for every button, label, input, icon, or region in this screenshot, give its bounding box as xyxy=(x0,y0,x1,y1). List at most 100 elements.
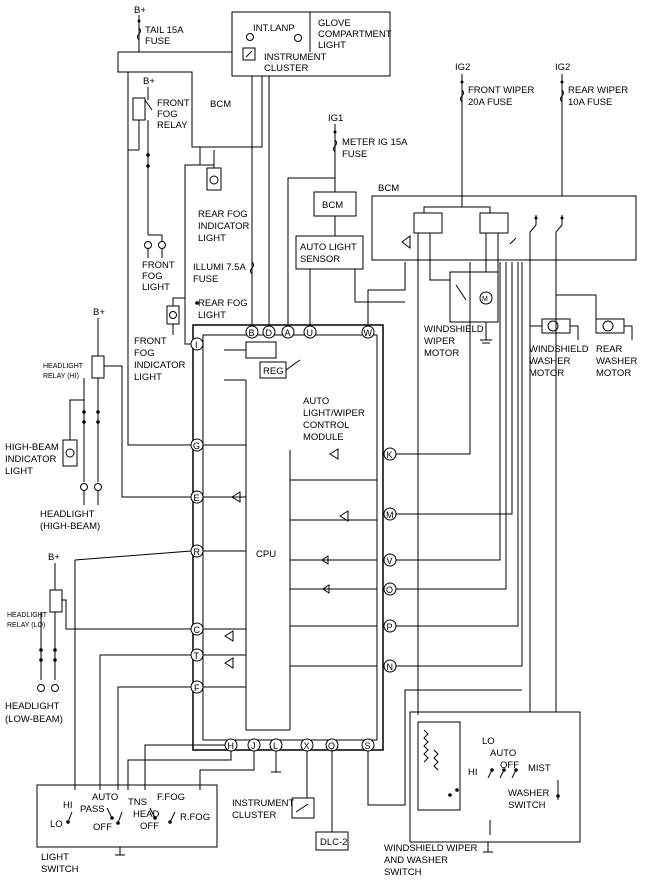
pin-p-label: P xyxy=(387,622,393,632)
ws-mist-label: MIST xyxy=(528,763,551,774)
ws-washer-label-1: WINDSHIELD xyxy=(529,344,589,355)
glove-label-1: GLOVE xyxy=(318,18,351,29)
instr-cluster-bottom-label-1: INSTRUMENT xyxy=(232,798,294,809)
dlc-2-label: DLC-2 xyxy=(320,837,347,848)
front-fog-relay-b-plus: B+ xyxy=(143,76,155,87)
headlight-high-right-bulb-icon xyxy=(94,483,102,491)
front-fog-indicator-label-3: INDICATOR xyxy=(134,360,186,371)
rear-fog-light-label-2: LIGHT xyxy=(198,310,226,321)
hl-relay-hi-label-2: RELAY (HI) xyxy=(43,373,79,380)
windshield-wiper-motor: M WINDSHIELD WIPER MOTOR xyxy=(424,271,499,359)
instrument-cluster-bottom-icon xyxy=(291,797,315,819)
int-lamp-box: INT.LANP GLOVE COMPARTMENT LIGHT INSTRUM… xyxy=(231,11,392,77)
headlight-relay-hi-icon xyxy=(91,355,105,379)
hl-lo-b-plus: B+ xyxy=(48,552,60,563)
module-ic-top xyxy=(245,341,277,359)
hl-hi-b-plus: B+ xyxy=(93,307,105,318)
rear-wiper-fuse-label-1: REAR WIPER xyxy=(568,85,628,96)
headlight-low-left-bulb-icon xyxy=(37,684,45,692)
front-fog-indicator-bulb-icon xyxy=(169,311,177,319)
pin-n-label: N xyxy=(387,662,394,672)
tail-fuse-label: TAIL 15A xyxy=(145,25,184,36)
top-pin-wires xyxy=(127,72,406,446)
washer-switch-label-2: SWITCH xyxy=(508,800,546,811)
wiper-motor-icon xyxy=(479,291,493,305)
front-wiper-fuse-label-1: FRONT WIPER xyxy=(468,85,534,96)
b-plus-label: B+ xyxy=(134,5,146,16)
module-label-4: MODULE xyxy=(303,432,344,443)
ls-auto-label: AUTO xyxy=(92,792,118,803)
module-pins-left: I G E R C T F xyxy=(190,337,204,694)
tail-fuse-section: B+ TAIL 15A FUSE xyxy=(134,5,184,52)
front-fog-light-label-3: LIGHT xyxy=(142,282,170,293)
ws-auto-label: AUTO xyxy=(490,748,516,759)
headlight-lo-section: B+ HEADLIGHT RELAY (LO) HEADLIGHT (LOW-B… xyxy=(5,550,192,790)
rear-fog-indicator-bulb-icon xyxy=(209,175,219,185)
bcm-label-mid: BCM xyxy=(322,200,343,211)
pin-d-label: D xyxy=(266,328,273,338)
glove-label-2: COMPARTMENT xyxy=(318,29,392,40)
front-fog-indicator-label-4: LIGHT xyxy=(134,372,162,383)
headlight-low-label-1: HEADLIGHT xyxy=(5,701,60,712)
light-switch-wires xyxy=(99,654,281,790)
ws-washer-label-3: MOTOR xyxy=(529,368,564,379)
pin-r-label: R xyxy=(194,547,201,557)
glove-lamp-bulb-icon xyxy=(294,34,302,42)
tail-fuse-label-2: FUSE xyxy=(145,36,170,47)
pin-u xyxy=(303,325,317,339)
wiper-motor-m-label: M xyxy=(482,296,488,303)
hl-relay-hi-label-1: HEADLIGHT xyxy=(43,363,84,370)
rear-washer-label-1: REAR xyxy=(596,344,623,355)
ws-off-label: OFF xyxy=(500,760,519,771)
headlight-low-right-bulb-icon xyxy=(51,684,59,692)
instrument-cluster-label-1: INSTRUMENT xyxy=(264,52,326,63)
ls-pass-label: PASS xyxy=(80,804,105,815)
headlight-high-left-bulb-icon xyxy=(80,483,88,491)
ls-lo-label: LO xyxy=(50,819,63,830)
front-fog-relay-label-3: RELAY xyxy=(157,120,188,131)
reg-label: REG xyxy=(263,366,284,377)
wiper-washer-switch: LO AUTO HI OFF MIST WASHER SWITCH WINDSH… xyxy=(367,295,581,878)
rear-fog-light-label-1: REAR FOG xyxy=(198,298,248,309)
meter-fuse-section: IG1 METER IG 15A FUSE BCM AUTO LIGHT SEN… xyxy=(287,113,408,325)
headlight-low-label-2: (LOW-BEAM) xyxy=(5,714,63,725)
pin-o-label: O xyxy=(386,585,393,595)
dlc-2-connector xyxy=(315,831,349,851)
bcm-top: BCM xyxy=(117,51,263,148)
high-beam-indicator-label-1: HIGH-BEAM xyxy=(5,442,59,453)
int-lamp-label: INT.LANP xyxy=(253,23,295,34)
front-fog-indicator: FRONT FOG INDICATOR LIGHT xyxy=(134,324,186,383)
pin-s-label: S xyxy=(365,741,371,751)
rear-fog-indicator: REAR FOG INDICATOR LIGHT xyxy=(198,147,250,244)
pin-m-label: M xyxy=(386,510,394,520)
module-label-2: LIGHT/WIPER xyxy=(303,408,365,419)
instrument-cluster-switch-icon xyxy=(242,47,256,61)
hl-relay-lo-label-2: RELAY (LO) xyxy=(7,622,45,629)
pin-a xyxy=(281,325,295,339)
instrument-cluster-bottom: INSTRUMENT CLUSTER DLC-2 xyxy=(232,751,349,851)
module-pins-right: K M V O P N xyxy=(383,447,397,673)
pin-q-label: Q xyxy=(328,741,335,751)
light-switch: HI AUTO PASS TNS F.FOG LO OFF HEAD OFF R… xyxy=(36,784,218,875)
illumi-fuse: ILLUMI 7.5A FUSE REAR FOG LIGHT xyxy=(166,76,254,325)
pin-g-label: G xyxy=(193,441,200,451)
ws-wiper-motor-label-3: MOTOR xyxy=(424,348,459,359)
wws-label-1: WINDSHIELD WIPER xyxy=(384,843,478,854)
right-pin-wires xyxy=(396,260,523,715)
rear-washer-label-2: WASHER xyxy=(596,356,637,367)
front-fog-relay-label-1: FRONT xyxy=(157,98,190,109)
bcm-label-top: BCM xyxy=(210,99,231,110)
pin-u-label: U xyxy=(307,328,314,338)
auto-light-sensor-label-2: SENSOR xyxy=(300,254,340,265)
pin-c-label: C xyxy=(194,625,201,635)
headlight-hi-section: B+ HEADLIGHT RELAY (HI) HIGH-BEAM INDICA… xyxy=(5,307,191,532)
pin-v-label: V xyxy=(387,556,393,566)
ls-head-label: HEAD xyxy=(133,809,160,820)
front-fog-bulb-right-icon xyxy=(158,241,166,249)
pin-i-label: I xyxy=(195,340,198,350)
auto-light-sensor-label-1: AUTO LIGHT xyxy=(300,242,357,253)
bcm-transistor-1-icon xyxy=(401,235,411,249)
module-pins-bottom: H J L X Q S xyxy=(224,738,375,752)
front-wiper-fuse-label-2: 20A FUSE xyxy=(468,97,512,108)
